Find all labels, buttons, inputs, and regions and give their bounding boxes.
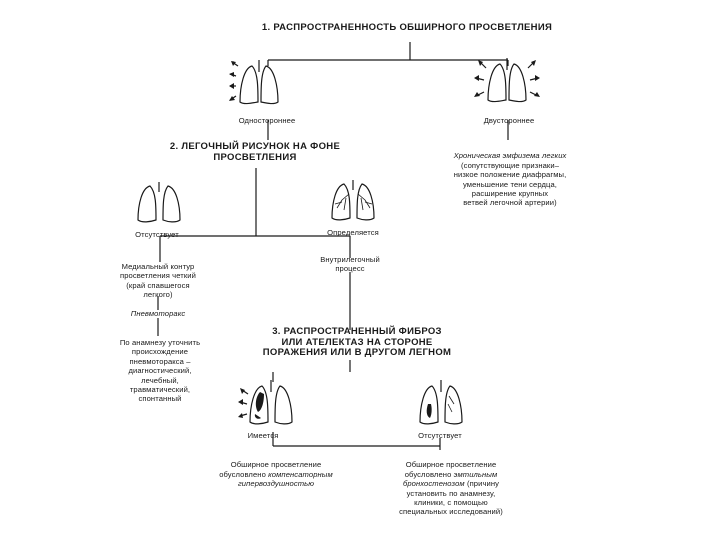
compensatory-prefix: Обширное просветление обусловлено	[219, 460, 322, 479]
bullous-cause: эмтильным бронхостенозом	[402, 469, 498, 489]
pattern-present-label: Определяется	[327, 228, 379, 237]
unilateral-label: Одностороннее	[238, 116, 296, 125]
bullous-prefix: Обширное просветление обусловлено	[404, 460, 497, 479]
lung-bilateral-icon	[474, 58, 540, 103]
step3-title: 3. РАСПРОСТРАНЕННЫЙ ФИБРОЗ ИЛИ АТЕЛЕКТАЗ…	[262, 326, 452, 358]
compensatory-cause: компенсаторным гипервоздушностью	[237, 469, 333, 489]
bullous-text: Обширное просветление обусловлено эмтиль…	[376, 451, 526, 517]
step2-title: 2. ЛЕГОЧНЫЙ РИСУНОК НА ФОНЕ ПРОСВЕТЛЕНИЯ	[169, 141, 341, 163]
medial-contour-text: Медиальный контур просветления четкий (к…	[119, 262, 196, 300]
compensatory-text: Обширное просветление обусловлено компен…	[190, 451, 362, 489]
lung-unilateral-icon	[229, 60, 279, 105]
anamnesis-text: По анамнезу уточнить происхождение пневм…	[119, 338, 201, 404]
emphysema-title: Хроническая эмфизема легких	[453, 151, 567, 161]
lung-pattern-icon	[331, 180, 375, 221]
step1-title: 1. РАСПРОСТРАНЕННОСТЬ ОБШИРНОГО ПРОСВЕТЛ…	[261, 22, 553, 33]
bilateral-label: Двустороннее	[483, 116, 535, 125]
pneumothorax-label: Пневмоторакс	[130, 309, 186, 318]
intrapulmonary-text: Внутрилегочный процесс	[320, 255, 380, 274]
emphysema-signs: (сопутствующие признаки– низкое положени…	[453, 160, 567, 208]
lung-fibrosis-icon	[238, 380, 293, 425]
fibrosis-no-label: Отсутствует	[418, 431, 462, 440]
lung-no-fibrosis-icon	[419, 380, 463, 425]
pattern-absent-label: Отсутствует	[135, 230, 179, 239]
bullous-suffix: (причину установить по анамнезу, клиники…	[399, 479, 503, 517]
fibrosis-yes-label: Имеется	[247, 431, 279, 440]
emphysema-block: Хроническая эмфизема легких (сопутствующ…	[430, 142, 590, 217]
lung-clear-icon	[137, 182, 181, 223]
